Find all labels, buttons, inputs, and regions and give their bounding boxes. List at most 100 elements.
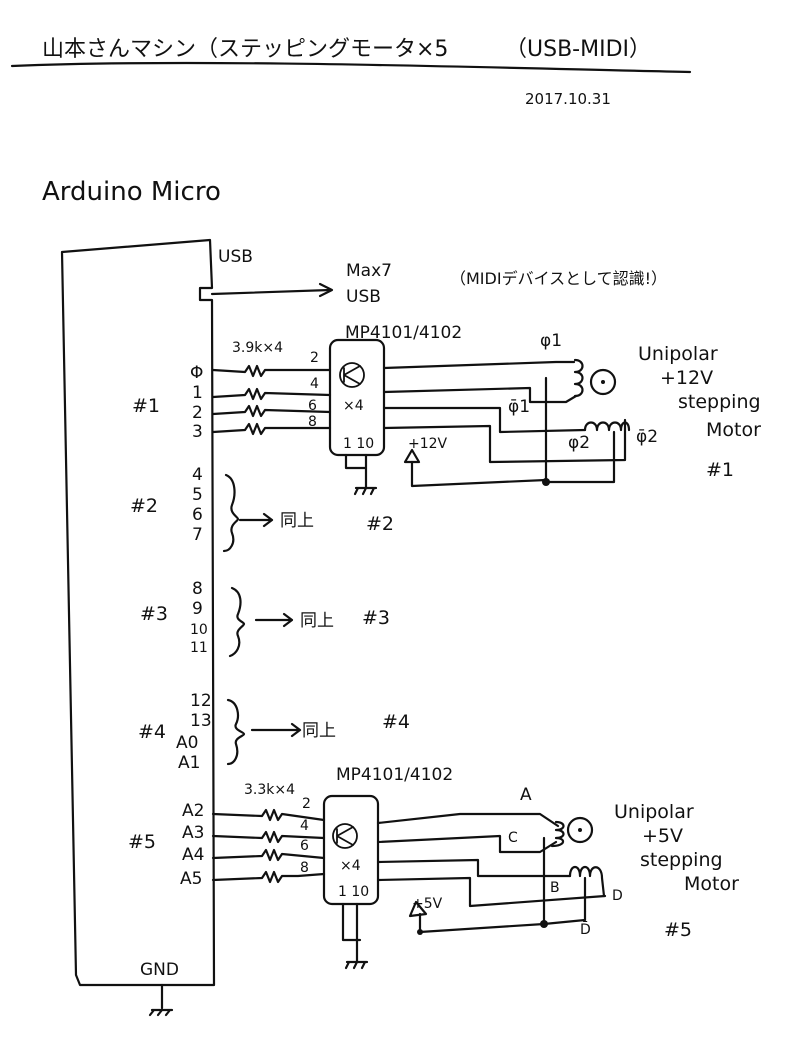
motor-common-wires-5 <box>418 836 587 934</box>
junction-dot <box>540 920 548 928</box>
motor-rotor-1 <box>589 368 617 396</box>
usb-target-line1: Max7 <box>346 261 392 281</box>
resistor-label-1: 3.9k×4 <box>232 340 283 356</box>
phase-label: φ2 <box>568 433 590 453</box>
supply-symbol-5 <box>408 900 428 918</box>
motor-coil-5a <box>550 820 565 848</box>
supply-label-1: +12V <box>408 436 448 452</box>
motor-type-1: Unipolar <box>638 343 718 365</box>
motor-id-1: #1 <box>706 459 734 481</box>
pin-label: 7 <box>192 525 203 545</box>
gnd-label: GND <box>140 960 179 980</box>
phase-label: φ1 <box>540 331 562 351</box>
motor-coil-1b <box>583 421 631 432</box>
driver-pin: 8 <box>308 414 317 430</box>
pin-label: A0 <box>176 733 198 753</box>
arrow-icon <box>254 612 294 628</box>
usb-arrow-head <box>318 282 334 298</box>
usb-target-line2: USB <box>346 287 381 307</box>
brace-icon <box>228 586 246 658</box>
motor-id-5: #5 <box>664 919 692 941</box>
resistor-wires-5 <box>211 808 326 884</box>
phase-label: D <box>612 888 623 904</box>
driver-ground-icon <box>341 902 369 970</box>
arrow-icon <box>238 512 274 528</box>
motor-coil-1a <box>573 358 584 398</box>
pin-label: 12 <box>190 691 212 711</box>
driver-ic-5 <box>322 794 380 906</box>
driver-pin: 4 <box>310 376 319 392</box>
phase-label: A <box>520 785 532 805</box>
motor-voltage-5: +5V <box>642 825 683 847</box>
motor-coil-5b <box>568 865 606 898</box>
brace-icon <box>222 473 240 553</box>
group-ref-4: #4 <box>382 711 410 733</box>
supply-label-5: +5V <box>412 896 443 912</box>
supply-symbol-1 <box>403 448 421 464</box>
same-as-label-4: 同上 <box>302 721 336 741</box>
phase-label: φ̄1 <box>508 397 530 417</box>
pin-label: A1 <box>178 753 200 773</box>
driver-output-wires-5 <box>376 812 607 908</box>
group-1-label: #1 <box>132 395 160 417</box>
pin-label: 10 <box>190 622 208 638</box>
motor-voltage-1: +12V <box>660 367 713 389</box>
pin-label: 4 <box>192 465 203 485</box>
driver-ground-icon <box>344 453 378 496</box>
junction-dot <box>417 929 423 935</box>
arduino-board-outline <box>60 238 216 987</box>
brace-icon <box>226 698 246 766</box>
rotor-center <box>578 828 582 832</box>
usb-note: （MIDIデバイスとして認識!） <box>450 269 667 288</box>
driver-output-wires-1 <box>382 360 627 464</box>
motor-type-5: Unipolar <box>614 801 694 823</box>
phase-label: φ̄2 <box>636 427 658 447</box>
title-japanese: 山本さんマシン（ステッピングモータ×5 <box>42 37 448 62</box>
driver-label-1: MP4101/4102 <box>345 323 462 343</box>
pin-label: Φ <box>190 363 203 383</box>
group-4-label: #4 <box>138 721 166 743</box>
pin-label: A2 <box>182 801 204 821</box>
pin-label: 6 <box>192 505 203 525</box>
same-as-label-2: 同上 <box>280 511 314 531</box>
title-usb-midi: （USB-MIDI） <box>505 37 651 62</box>
driver-label-5: MP4101/4102 <box>336 765 453 785</box>
pin-label: A4 <box>182 845 204 865</box>
group-ref-3: #3 <box>362 607 390 629</box>
junction-dot <box>542 478 550 486</box>
phase-label: C <box>508 830 518 846</box>
usb-label: USB <box>218 247 253 267</box>
group-5-label: #5 <box>128 831 156 853</box>
pin-label: 8 <box>192 579 203 599</box>
driver-pin: 6 <box>300 838 309 854</box>
pin-label: 9 <box>192 599 203 619</box>
driver-pin: 8 <box>300 860 309 876</box>
driver-pin: 2 <box>310 350 319 366</box>
driver-gnd-pins: 1 10 <box>343 436 374 452</box>
group-2-label: #2 <box>130 495 158 517</box>
pin-label: 3 <box>192 422 203 442</box>
driver-pin: 6 <box>308 398 317 414</box>
motor-common-wires-1 <box>410 376 616 488</box>
group-3-label: #3 <box>140 603 168 625</box>
pin-label: 13 <box>190 711 212 731</box>
driver-gnd-pins: 1 10 <box>338 884 369 900</box>
title-underline <box>10 61 692 74</box>
pin-label: 5 <box>192 485 203 505</box>
pin-label: A3 <box>182 823 204 843</box>
same-as-label-3: 同上 <box>300 611 334 631</box>
driver-multiplier: ×4 <box>340 858 361 874</box>
arrow-icon <box>250 722 302 738</box>
phase-label: B <box>550 880 560 896</box>
driver-multiplier: ×4 <box>343 398 364 414</box>
pin-label: A5 <box>180 869 202 889</box>
motor-kind2-1: Motor <box>706 419 761 441</box>
resistor-label-5: 3.3k×4 <box>244 782 295 798</box>
resistor-wires-1 <box>211 364 332 436</box>
motor-rotor-5 <box>566 816 594 844</box>
driver-pin: 4 <box>300 818 309 834</box>
board-ground-icon <box>148 983 174 1017</box>
pin-label: 1 <box>192 383 203 403</box>
pin-label: 11 <box>190 640 208 656</box>
